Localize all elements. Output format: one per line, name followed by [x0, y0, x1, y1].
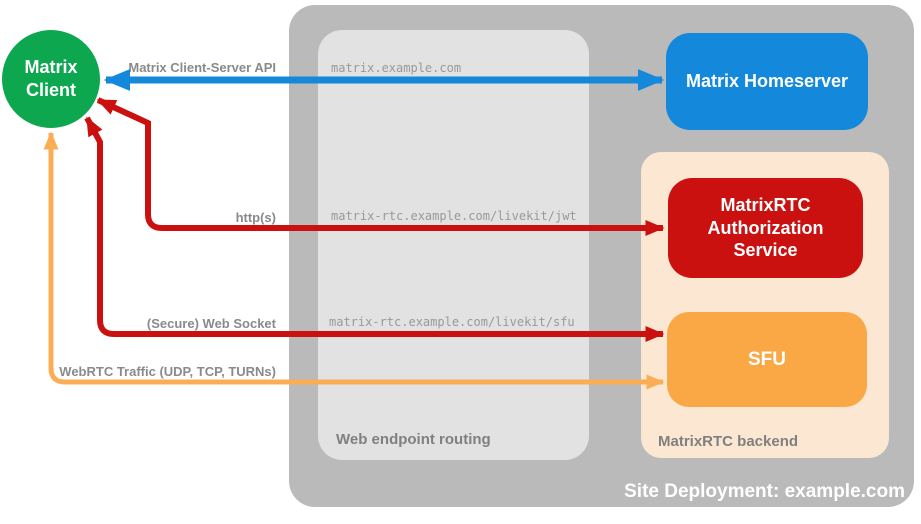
client-server-api-arrow-label: Matrix Client-Server API: [128, 60, 276, 75]
matrixrtc-backend-label: MatrixRTC backend: [658, 433, 799, 450]
matrix-client-node: Matrix Client: [2, 30, 100, 128]
websocket-arrow-label: (Secure) Web Socket: [146, 316, 276, 331]
site-deployment-label: Site Deployment: example.com: [624, 481, 905, 502]
matrixrtc-authorization-service-node: MatrixRTC Authorization Service: [668, 178, 863, 278]
jwt-endpoint-text: matrix-rtc.example.com/livekit/jwt: [331, 209, 577, 223]
webrtc-traffic-arrow-label: WebRTC Traffic (UDP, TCP, TURNs): [59, 364, 276, 379]
matrix-homeserver-node: Matrix Homeserver: [666, 33, 868, 130]
web-endpoint-routing-container: Web endpoint routing: [318, 30, 589, 460]
sfu-node: SFU: [667, 312, 867, 407]
web-endpoint-routing-label: Web endpoint routing: [336, 431, 491, 448]
https-arrow-label: http(s): [235, 210, 276, 225]
homeserver-endpoint-text: matrix.example.com: [331, 61, 462, 75]
matrix-client-label: Matrix Client: [24, 56, 78, 100]
matrixrtc-authorization-service-label: MatrixRTC Authorization Service: [707, 195, 824, 261]
sfu-endpoint-text: matrix-rtc.example.com/livekit/sfu: [329, 315, 575, 329]
